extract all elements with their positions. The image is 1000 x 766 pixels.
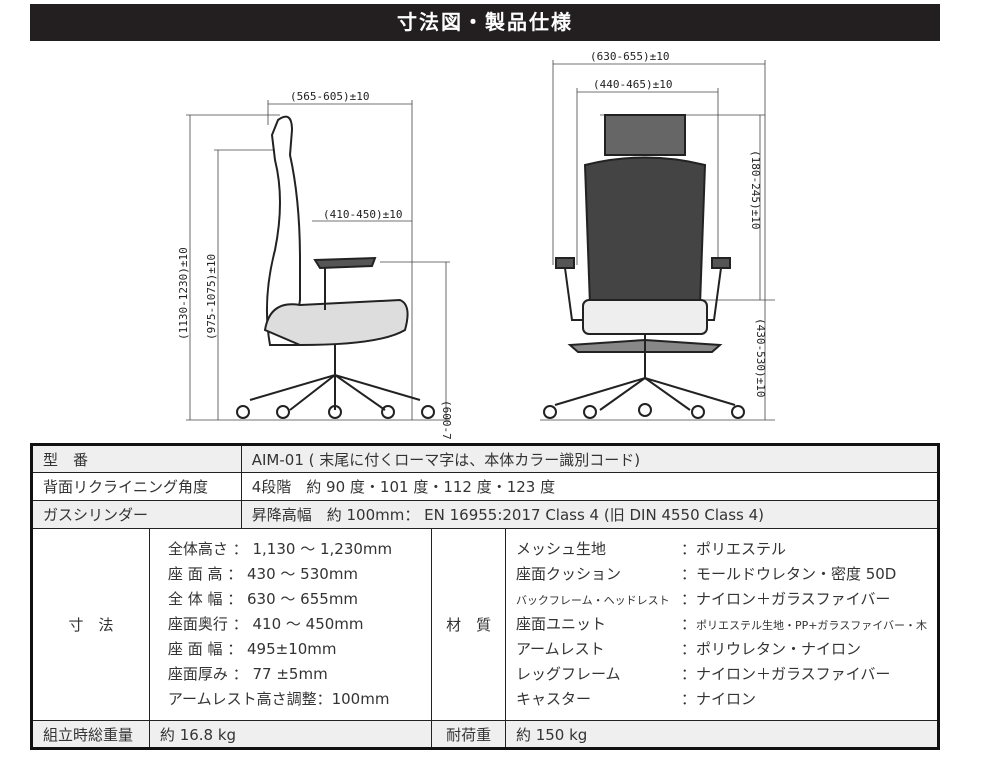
dim-key: 座面厚み bbox=[167, 665, 228, 683]
dim-value: 100mm bbox=[331, 690, 390, 708]
weight-value: 約 16.8 kg bbox=[148, 720, 433, 749]
mat-value: モールドウレタン・密度 50D bbox=[695, 565, 897, 583]
dim-item: 座面厚み ： 77 ±5mm bbox=[167, 665, 328, 683]
dim-item: 座 面 高 ： 430 ～ 530mm bbox=[167, 565, 359, 583]
dimension-diagram: (565-605)±10 (410-450)±10 (1130-1230)±10… bbox=[177, 50, 775, 440]
load-label: 耐荷重 bbox=[431, 720, 506, 749]
mat-item: メッシュ生地：ポリエステル bbox=[516, 537, 927, 562]
spec-row-dimensions-materials: 寸 法 全体高さ ： 1,130 ～ 1,230mm 座 面 高 ： 430 ～… bbox=[31, 528, 940, 721]
dim-item: 全 体 幅 ： 630 ～ 655mm bbox=[167, 590, 359, 608]
materials-list: メッシュ生地：ポリエステル 座面クッション：モールドウレタン・密度 50D バッ… bbox=[504, 528, 940, 721]
mat-key: レッグフレーム bbox=[515, 665, 621, 683]
dimensions-list: 全体高さ ： 1,130 ～ 1,230mm 座 面 高 ： 430 ～ 530… bbox=[148, 528, 433, 721]
dim-key: 座面奥行 bbox=[167, 615, 228, 633]
mat-item: 座面クッション：モールドウレタン・密度 50D bbox=[516, 562, 927, 587]
mat-key: キャスター bbox=[515, 690, 591, 708]
front-headrest-label: (180-245)±10 bbox=[749, 150, 762, 229]
dimensions-label: 寸 法 bbox=[31, 528, 150, 721]
mat-item: レッグフレーム：ナイロン＋ガラスファイバー bbox=[516, 662, 927, 687]
dim-value: 430 ～ 530mm bbox=[247, 565, 359, 583]
mat-value: ナイロン＋ガラスファイバー bbox=[695, 665, 891, 683]
page-title: 寸法図・製品仕様 bbox=[30, 4, 940, 41]
mat-value: ナイロン＋ガラスファイバー bbox=[695, 590, 891, 608]
front-seat-width-label: (440-465)±10 bbox=[593, 78, 672, 91]
side-view-chair-icon bbox=[236, 115, 435, 419]
dim-key: 全 体 幅 bbox=[167, 590, 223, 608]
weight-label: 組立時総重量 bbox=[31, 720, 150, 749]
mat-key: 座面クッション bbox=[515, 565, 621, 583]
materials-label: 材 質 bbox=[431, 528, 506, 721]
dim-key: 座 面 幅 bbox=[167, 640, 223, 658]
side-depth-label: (565-605)±10 bbox=[290, 90, 369, 103]
mat-value: ポリウレタン・ナイロン bbox=[695, 640, 861, 658]
model-value: AIM-01 ( 末尾に付くローマ字は、本体カラー識別コード) bbox=[240, 444, 940, 473]
spec-row-model: 型 番 AIM-01 ( 末尾に付くローマ字は、本体カラー識別コード) bbox=[31, 444, 940, 473]
mat-item: アームレスト：ポリウレタン・ナイロン bbox=[516, 637, 927, 662]
spec-row-recline: 背面リクライニング角度 4段階 約 90 度・101 度・112 度・123 度 bbox=[31, 472, 940, 501]
mat-key: メッシュ生地 bbox=[515, 540, 606, 558]
side-seat-depth-label: (410-450)±10 bbox=[323, 208, 402, 221]
dim-value: 630 ～ 655mm bbox=[247, 590, 359, 608]
dim-key: 座 面 高 bbox=[167, 565, 223, 583]
recline-label: 背面リクライニング角度 bbox=[31, 472, 242, 501]
spec-row-gas: ガスシリンダー 昇降高幅 約 100mm： EN 16955:2017 Clas… bbox=[31, 500, 940, 529]
dim-value: 410 ～ 450mm bbox=[252, 615, 364, 633]
dim-item: 座面奥行 ： 410 ～ 450mm bbox=[167, 615, 364, 633]
model-label: 型 番 bbox=[31, 444, 242, 473]
mat-value: ナイロン bbox=[695, 690, 756, 708]
recline-value: 4段階 約 90 度・101 度・112 度・123 度 bbox=[240, 472, 940, 501]
front-seat-height-label: (430-530)±10 bbox=[754, 318, 767, 397]
dim-value: 495±10mm bbox=[247, 640, 337, 658]
dim-key: 全体高さ bbox=[167, 540, 228, 558]
mat-key: バックフレーム・ヘッドレスト bbox=[515, 594, 670, 607]
mat-key: 座面ユニット bbox=[515, 615, 606, 633]
mat-value: ポリエステル生地・PP+ガラスファイバー・木 bbox=[695, 619, 927, 632]
dim-item: アームレスト高さ調整：100mm bbox=[167, 690, 390, 708]
side-arm-height-label: (600-700)±10 bbox=[440, 400, 453, 440]
front-view-chair-icon bbox=[543, 114, 745, 419]
dim-value: 77 ±5mm bbox=[252, 665, 328, 683]
dim-key: アームレスト高さ調整 bbox=[167, 690, 317, 708]
dim-item: 座 面 幅 ： 495±10mm bbox=[167, 640, 337, 658]
mat-value: ポリエステル bbox=[695, 540, 786, 558]
front-total-width-label: (630-655)±10 bbox=[590, 50, 669, 63]
spec-row-weight-load: 組立時総重量 約 16.8 kg 耐荷重 約 150 kg bbox=[31, 720, 940, 749]
mat-item: キャスター：ナイロン bbox=[516, 687, 927, 712]
mat-item: バックフレーム・ヘッドレスト：ナイロン＋ガラスファイバー bbox=[516, 587, 927, 612]
dim-item: 全体高さ ： 1,130 ～ 1,230mm bbox=[167, 540, 393, 558]
side-total-height-label: (1130-1230)±10 bbox=[177, 247, 190, 340]
mat-key: アームレスト bbox=[515, 640, 605, 658]
spec-table: 型 番 AIM-01 ( 末尾に付くローマ字は、本体カラー識別コード) 背面リク… bbox=[30, 443, 940, 750]
mat-item: 座面ユニット：ポリエステル生地・PP+ガラスファイバー・木 bbox=[516, 612, 927, 637]
load-value: 約 150 kg bbox=[504, 720, 940, 749]
gas-label: ガスシリンダー bbox=[31, 500, 242, 529]
side-back-height-label: (975-1075)±10 bbox=[205, 254, 218, 340]
gas-value: 昇降高幅 約 100mm： EN 16955:2017 Class 4 (旧 D… bbox=[240, 500, 940, 529]
dim-value: 1,130 ～ 1,230mm bbox=[252, 540, 393, 558]
